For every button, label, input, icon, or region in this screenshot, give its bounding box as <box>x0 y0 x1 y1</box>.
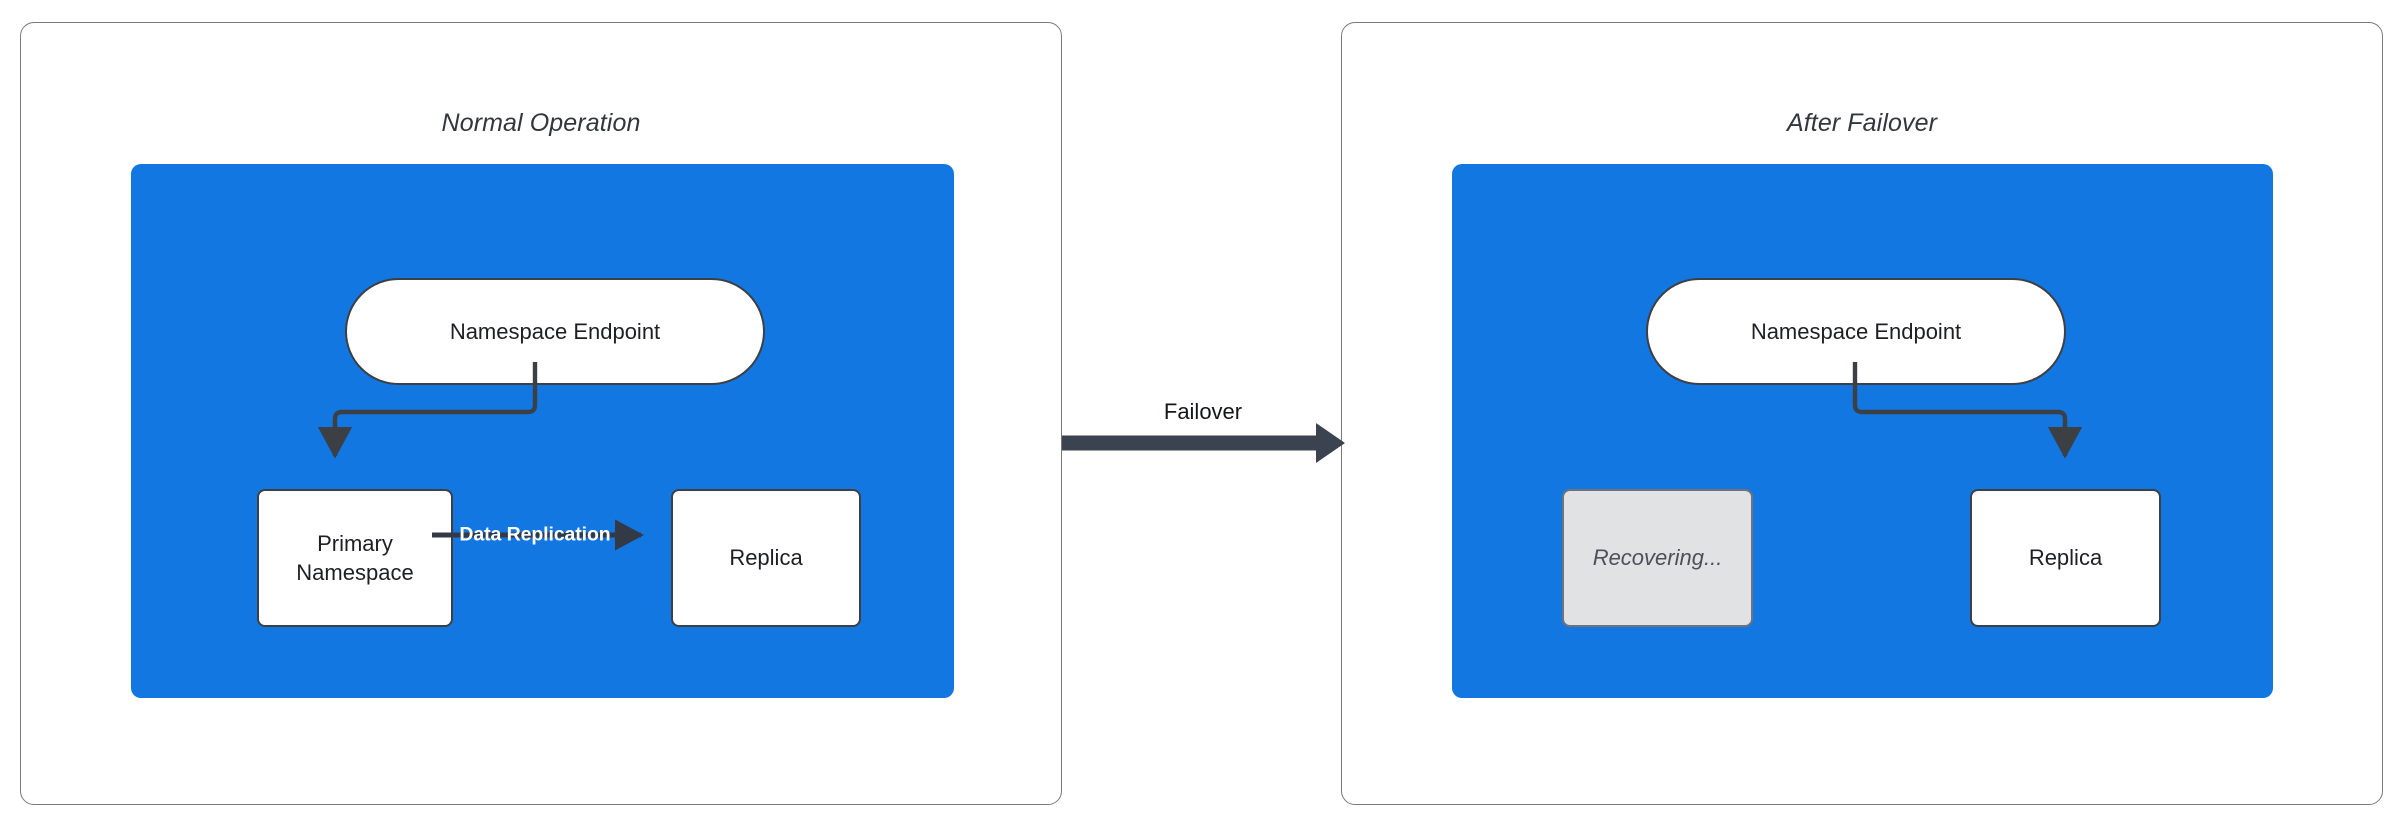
region-normal-operation: Namespace Endpoint Primary Namespace Rep… <box>131 164 954 698</box>
panel-normal-operation: Normal Operation Namespace Endpoint Prim… <box>20 22 1062 805</box>
node-replica-normal[interactable]: Replica <box>671 489 861 627</box>
node-namespace-endpoint-failover[interactable]: Namespace Endpoint <box>1646 278 2066 385</box>
node-replica-failover[interactable]: Replica <box>1970 489 2161 627</box>
region-after-failover: Namespace Endpoint Recovering... Replica <box>1452 164 2273 698</box>
panel-after-failover: After Failover Namespace Endpoint Recove… <box>1341 22 2383 805</box>
panel-title-after-failover: After Failover <box>1786 109 1938 137</box>
node-recovering-namespace[interactable]: Recovering... <box>1562 489 1753 627</box>
panel-title-normal-operation: Normal Operation <box>441 109 641 137</box>
node-namespace-endpoint-normal[interactable]: Namespace Endpoint <box>345 278 765 385</box>
edge-label-failover: Failover <box>1163 399 1243 424</box>
edge-label-data-replication: Data Replication <box>459 523 611 546</box>
node-primary-namespace[interactable]: Primary Namespace <box>257 489 453 627</box>
